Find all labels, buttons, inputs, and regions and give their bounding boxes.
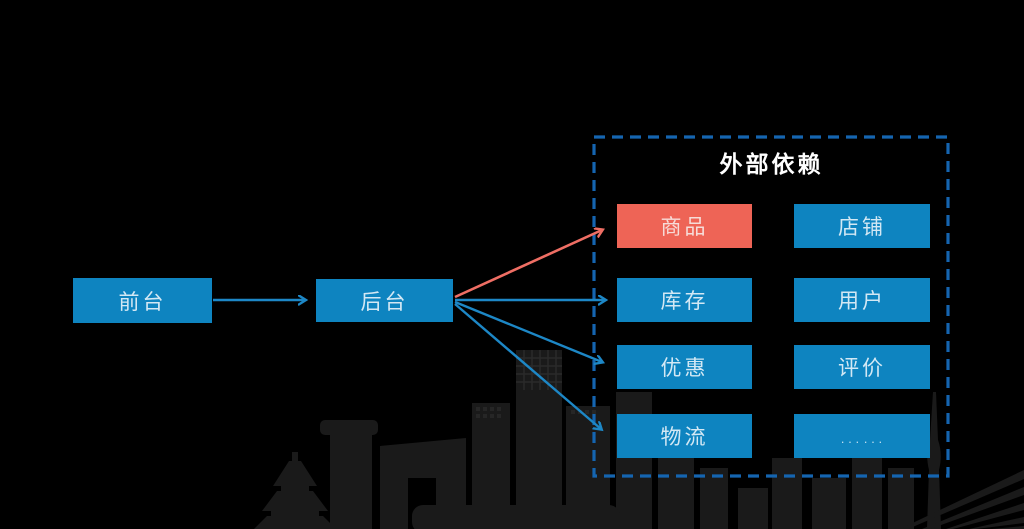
external-dependencies-title: 外部依赖	[719, 152, 824, 178]
node-shop: 店铺	[794, 204, 930, 248]
node-ellipsis: ……	[794, 414, 930, 458]
node-backend: 后台	[316, 279, 453, 322]
node-review: 评价	[794, 345, 930, 389]
node-discount: 优惠	[617, 345, 752, 389]
node-inventory: 库存	[617, 278, 752, 322]
node-user: 用户	[794, 278, 930, 322]
node-frontend: 前台	[73, 278, 212, 323]
lattice-pattern	[516, 350, 562, 390]
arrow-backend-to-discount	[454, 300, 602, 362]
node-logistics: 物流	[617, 414, 752, 458]
arrow-backend-to-logistics	[454, 303, 601, 429]
arrow-backend-to-goods	[454, 230, 602, 299]
node-goods: 商品	[617, 204, 752, 248]
temple-finial	[292, 452, 298, 462]
